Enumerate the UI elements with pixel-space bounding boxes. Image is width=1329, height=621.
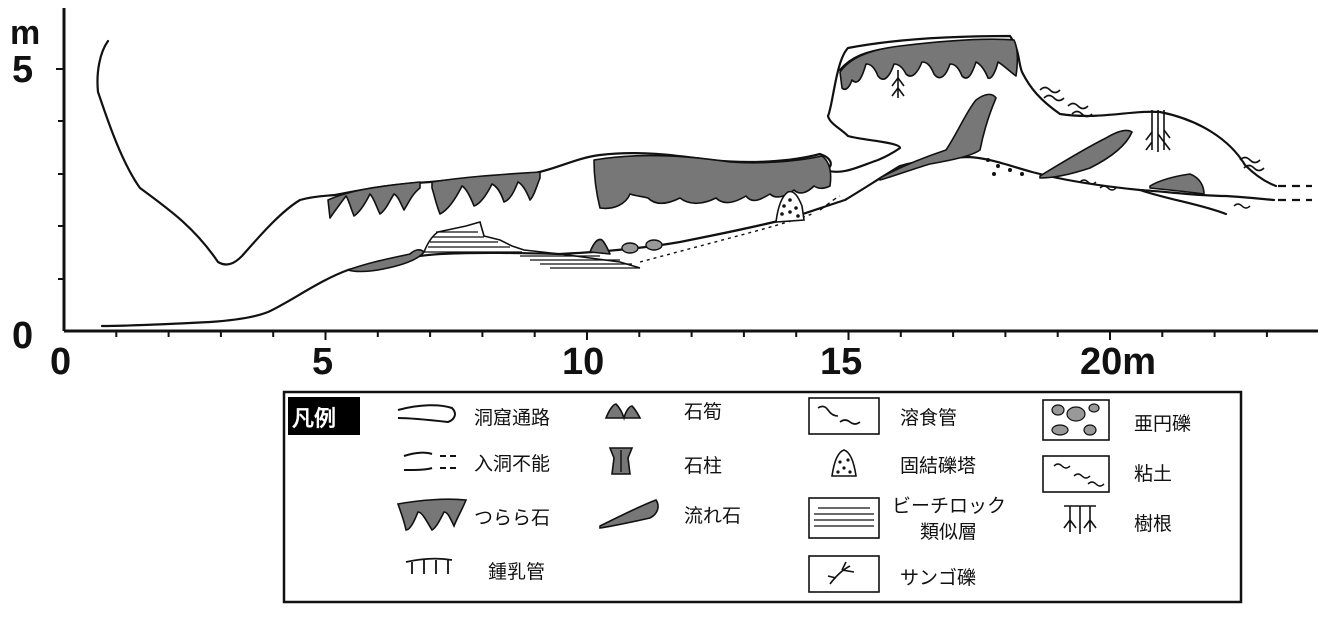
y-tick-label-0: 0: [12, 315, 33, 357]
x-minor-ticks: [115, 331, 1268, 340]
no-entry-marks: [1278, 184, 1312, 202]
flowstones: [347, 93, 1205, 273]
legend-label-cemented-gravel-tower: 固結礫塔: [900, 455, 976, 477]
legend-item-clay: 粘土: [1042, 455, 1172, 493]
flowstone-symbol: [599, 499, 659, 529]
beachrock-symbol-box: [808, 497, 880, 539]
flowstone-far-right: [1149, 173, 1205, 195]
legend-label-tree-root: 樹根: [1134, 513, 1172, 535]
legend-item-passage: 洞窟通路: [397, 404, 550, 429]
stalactite-cluster-center: [593, 154, 832, 210]
legend-label-stalactite: つらら石: [474, 507, 550, 529]
legend: 凡例 洞窟通路 入洞不能 つらら石 鍾乳管 石筍 石柱: [282, 390, 1243, 604]
upper-chamber-stalactites: [839, 38, 1019, 91]
flowstone-ramp: [879, 93, 997, 181]
legend-item-flowstone: 流れ石: [599, 499, 741, 529]
legend-label-coral-gravel: サンゴ礫: [900, 567, 976, 589]
legend-label-no-entry: 入洞不能: [474, 453, 550, 475]
y-minor-ticks: [56, 68, 64, 280]
y-tick-label-5: 5: [12, 49, 33, 91]
legend-label-stalagmite: 石筍: [684, 401, 722, 423]
stalactite-cluster-mid: [431, 171, 541, 215]
legend-item-beachrock: ビーチロック 類似層: [808, 495, 1006, 543]
x-tick-label-10: 10: [562, 341, 604, 383]
legend-title-bg: [288, 397, 360, 435]
legend-label-solution-tube: 溶食管: [900, 407, 957, 429]
soda-straw-symbol: [405, 557, 453, 574]
legend-label-passage: 洞窟通路: [474, 407, 550, 429]
y-unit-label: m: [10, 14, 40, 52]
no-entry-symbol: [403, 451, 433, 471]
right-branch-line: [1138, 188, 1228, 216]
flowstone-right: [1039, 129, 1133, 179]
stalactite-symbol: [396, 498, 468, 532]
legend-label-flowstone: 流れ石: [684, 505, 741, 527]
solution-tube-marks: [1039, 86, 1265, 172]
x-tick-label-0: 0: [50, 341, 71, 383]
tree-root-symbol: [1063, 505, 1097, 534]
legend-label-beachrock-line1: ビーチロック: [892, 495, 1006, 517]
legend-label-beachrock-line2: 類似層: [920, 521, 977, 543]
beachrock-layer: [423, 221, 641, 269]
stalagmite-symbol: [604, 403, 642, 421]
solution-tube-symbol-box: [808, 397, 880, 435]
tree-root-right: [1145, 110, 1171, 152]
legend-label-soda-straw: 鍾乳管: [488, 561, 545, 583]
tree-roots: [891, 70, 1171, 152]
legend-item-cemented-gravel-tower: 固結礫塔: [831, 449, 976, 477]
legend-item-column: 石柱: [608, 447, 722, 477]
axes: [56, 8, 1318, 340]
legend-label-clay: 粘土: [1134, 463, 1172, 485]
legend-item-soda-straw: 鍾乳管: [405, 557, 545, 583]
stalactite-cluster-left: [327, 181, 421, 219]
legend-item-coral-gravel: サンゴ礫: [808, 555, 976, 593]
clay-marks: [1079, 179, 1251, 209]
passage-symbol: [397, 404, 456, 424]
cave-ceiling-line: [96, 34, 1278, 266]
gravel-dots-right: [986, 158, 1024, 176]
x-tick-label-5: 5: [312, 341, 333, 383]
beachrock-hatching: [424, 231, 640, 269]
legend-item-stalactite: つらら石: [396, 498, 550, 532]
coral-gravel-symbol-box: [808, 555, 880, 593]
legend-label-column: 石柱: [684, 455, 722, 477]
legend-title: 凡例: [292, 407, 336, 432]
tree-root-upper: [891, 70, 905, 98]
cave-floor-line: [100, 155, 1276, 328]
stalagmite-small: [589, 238, 611, 255]
legend-item-subround-gravel: 亜円礫: [1042, 399, 1191, 441]
stalactite-band: [327, 38, 1019, 219]
axis-labels: m 5 0 0 5 10 15 20m: [10, 14, 1156, 383]
legend-item-no-entry: 入洞不能: [403, 451, 550, 475]
legend-item-solution-tube: 溶食管: [808, 397, 957, 435]
legend-item-stalagmite: 石筍: [604, 401, 722, 423]
x-tick-label-15: 15: [820, 341, 862, 383]
legend-label-subround-gravel: 亜円礫: [1134, 413, 1191, 435]
x-tick-label-20m: 20m: [1080, 341, 1156, 383]
beachrock-outline: [423, 221, 641, 269]
subround-gravel: [621, 239, 663, 254]
cemented-gravel-tower-symbol: [831, 449, 857, 477]
flowstone-floor-left: [347, 249, 425, 273]
legend-item-tree-root: 樹根: [1063, 505, 1172, 535]
cemented-gravel-tower: [775, 190, 805, 223]
